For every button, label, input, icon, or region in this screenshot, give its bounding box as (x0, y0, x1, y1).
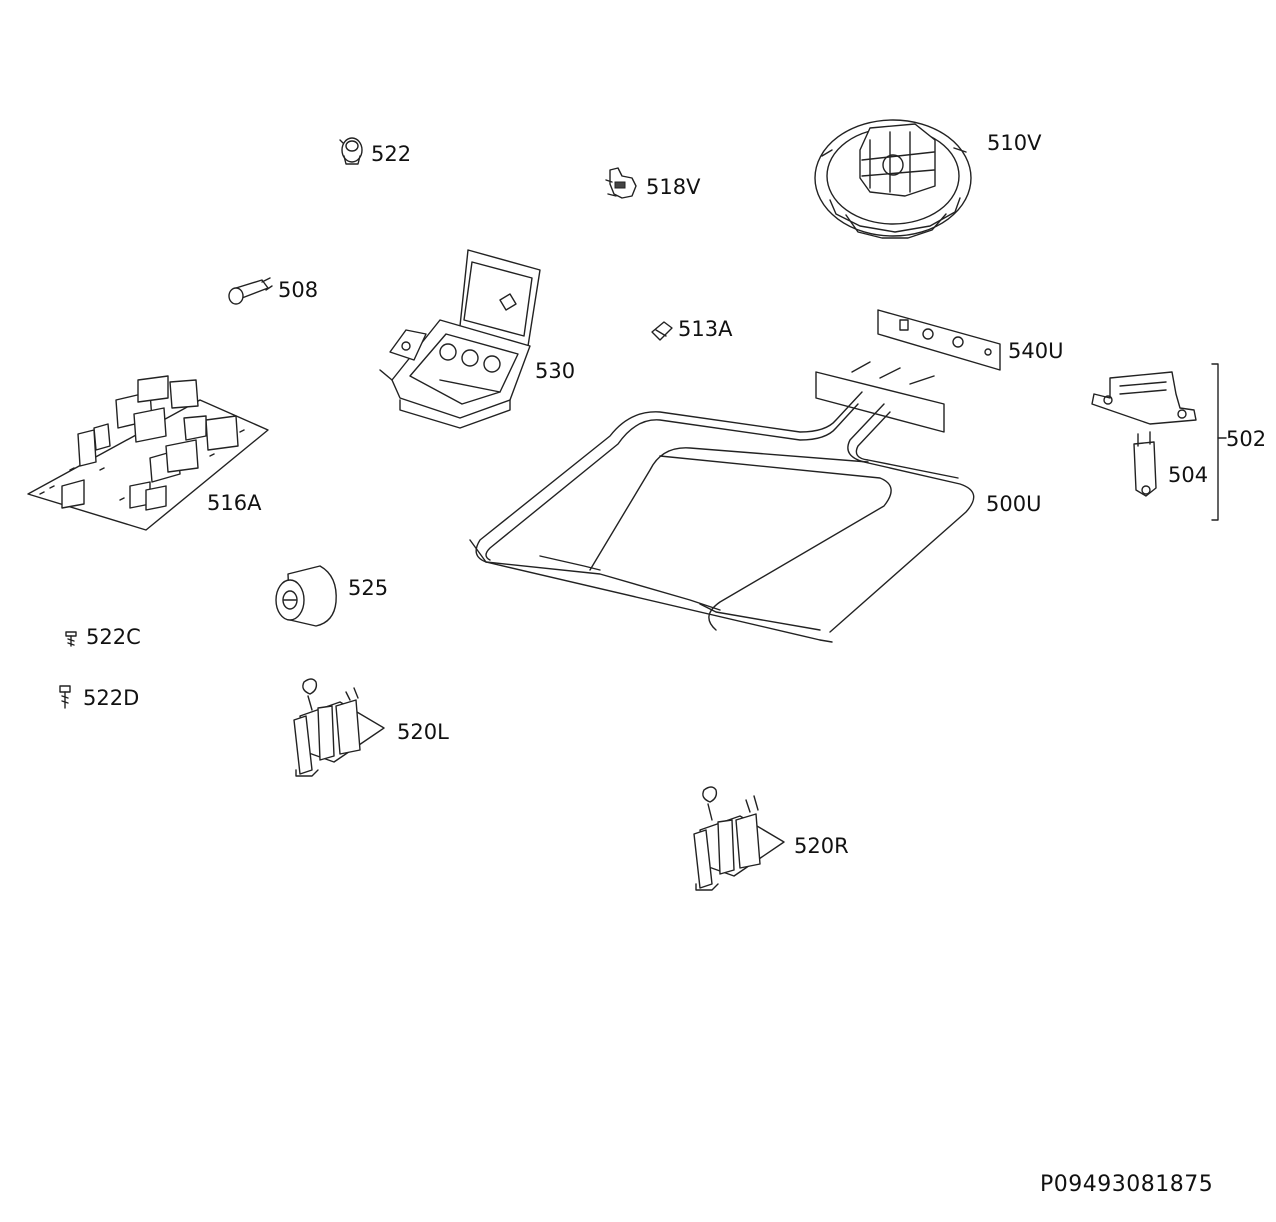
thermostat-assembly-icon (1091, 363, 1227, 521)
heating-element-icon (469, 361, 975, 643)
part-label-500u: 500U (986, 492, 1042, 516)
part-label-508: 508 (278, 278, 319, 302)
part-label-520r: 520R (794, 834, 849, 858)
screw-icon (65, 631, 77, 647)
part-label-518v: 518V (646, 175, 701, 199)
indicator-lamp-icon (228, 277, 273, 305)
part-label-530: 530 (535, 359, 576, 383)
mounting-plate-icon (877, 309, 1001, 371)
clip-icon (605, 167, 637, 199)
part-label-522d: 522D (83, 686, 140, 710)
screw-icon (59, 685, 71, 709)
thermal-fuse-icon (1133, 431, 1157, 497)
part-label-525: 525 (348, 576, 389, 600)
terminal-block-icon (379, 249, 541, 429)
part-label-510v: 510V (987, 131, 1042, 155)
part-label-522: 522 (371, 142, 412, 166)
part-label-520l: 520L (397, 720, 449, 744)
lamp-holder-icon (339, 137, 363, 165)
part-label-516a: 516A (207, 491, 262, 515)
circuit-board-icon (27, 375, 269, 531)
part-label-522c: 522C (86, 625, 141, 649)
part-label-513a: 513A (678, 317, 733, 341)
fan-motor-icon (814, 119, 972, 239)
capacitor-icon (275, 565, 337, 627)
door-switch-icon (693, 786, 785, 891)
part-label-502: 502 (1226, 427, 1267, 451)
knob-cap-icon (651, 321, 673, 341)
part-label-540u: 540U (1008, 339, 1064, 363)
part-label-504: 504 (1168, 463, 1209, 487)
door-switch-icon (293, 678, 385, 777)
drawing-code: P09493081875 (1040, 1172, 1214, 1197)
